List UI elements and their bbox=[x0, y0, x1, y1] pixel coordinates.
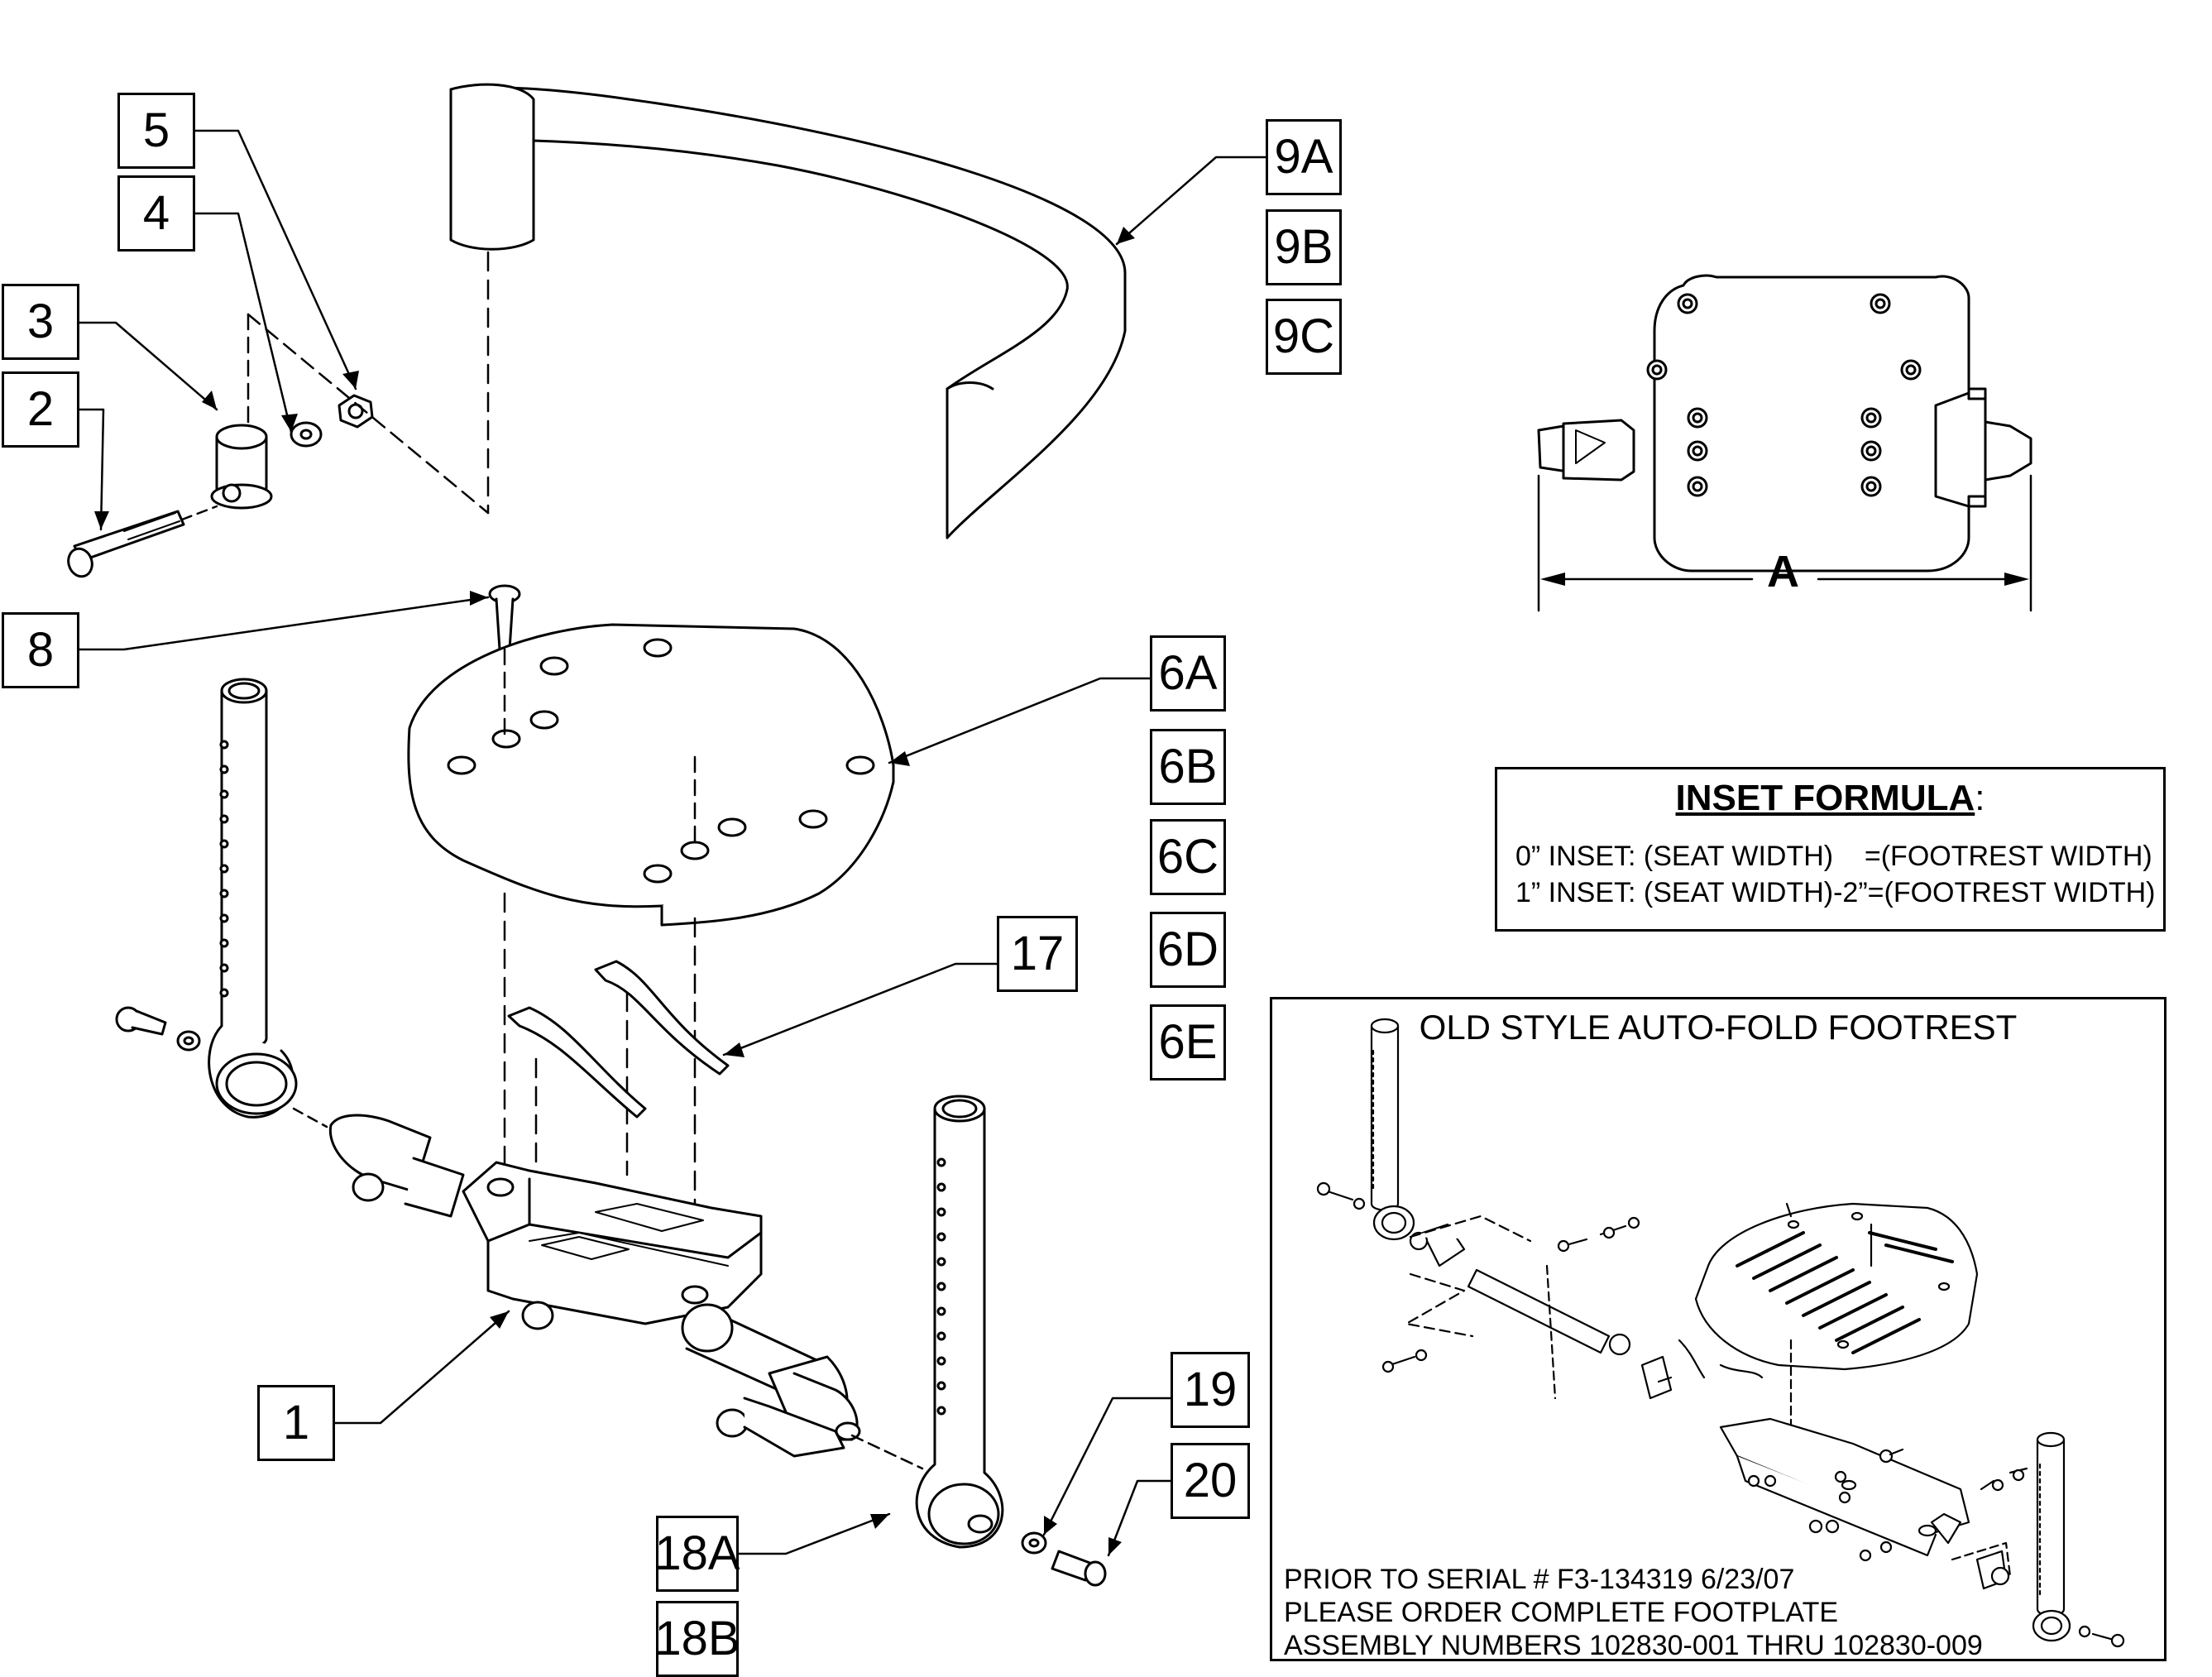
inset-formula-line-2: 1” INSET: (SEAT WIDTH)-2”=(FOOTREST WIDT… bbox=[1515, 877, 2156, 908]
footplate-top-view bbox=[1537, 274, 2032, 573]
heel-strap bbox=[449, 83, 1127, 539]
old-style-note-line-3: ASSEMBLY NUMBERS 102830-001 THRU 102830-… bbox=[1284, 1630, 1983, 1661]
right-hanger bbox=[915, 1095, 1107, 1587]
leader-lines bbox=[77, 129, 1267, 1557]
clips bbox=[507, 960, 730, 1119]
callout-1: 1 bbox=[257, 1385, 335, 1461]
callout-9b: 9B bbox=[1266, 209, 1342, 285]
old-style-box: OLD STYLE AUTO-FOLD FOOTREST PRIOR TO SE… bbox=[1270, 997, 2167, 1661]
dimension-a-label: A bbox=[1767, 547, 1799, 597]
leader-arrowheads bbox=[94, 227, 1135, 1555]
strap-hardware bbox=[67, 394, 374, 578]
callout-3: 3 bbox=[2, 284, 79, 360]
old-style-note-line-1: PRIOR TO SERIAL # F3-134319 6/23/07 bbox=[1284, 1564, 1795, 1595]
inset-formula-title: INSET FORMULA bbox=[1675, 778, 1975, 818]
callout-6c: 6C bbox=[1150, 819, 1226, 895]
callout-2: 2 bbox=[2, 371, 79, 448]
old-style-title: OLD STYLE AUTO-FOLD FOOTREST bbox=[1419, 1008, 2018, 1047]
callout-18b: 18B bbox=[654, 1601, 740, 1677]
old-style-drawing bbox=[1316, 1018, 2125, 1648]
inset-formula-title-colon: : bbox=[1975, 778, 1985, 818]
callout-6b: 6B bbox=[1150, 729, 1226, 805]
bracket-assembly bbox=[328, 1114, 861, 1458]
callout-8: 8 bbox=[2, 612, 79, 688]
footplate bbox=[407, 623, 895, 927]
callout-6e: 6E bbox=[1150, 1004, 1226, 1080]
callout-17: 17 bbox=[997, 916, 1078, 992]
callout-6a: 6A bbox=[1150, 635, 1226, 712]
callout-19: 19 bbox=[1171, 1352, 1250, 1428]
inset-formula-box: INSET FORMULA: 0” INSET: (SEAT WIDTH) =(… bbox=[1495, 767, 2166, 932]
old-style-note-line-2: PLEASE ORDER COMPLETE FOOTPLATE bbox=[1284, 1597, 1839, 1628]
inset-formula-line-1: 0” INSET: (SEAT WIDTH) =(FOOTREST WIDTH) bbox=[1515, 841, 2152, 872]
callout-9c: 9C bbox=[1266, 299, 1342, 375]
dimension-a-lines bbox=[1537, 474, 2032, 612]
callout-6d: 6D bbox=[1150, 912, 1226, 988]
callout-18a: 18A bbox=[654, 1516, 740, 1592]
left-hanger bbox=[115, 678, 298, 1119]
callout-9a: 9A bbox=[1266, 119, 1342, 195]
callout-4: 4 bbox=[117, 175, 195, 252]
callout-5: 5 bbox=[117, 93, 195, 169]
callout-20: 20 bbox=[1171, 1443, 1250, 1519]
